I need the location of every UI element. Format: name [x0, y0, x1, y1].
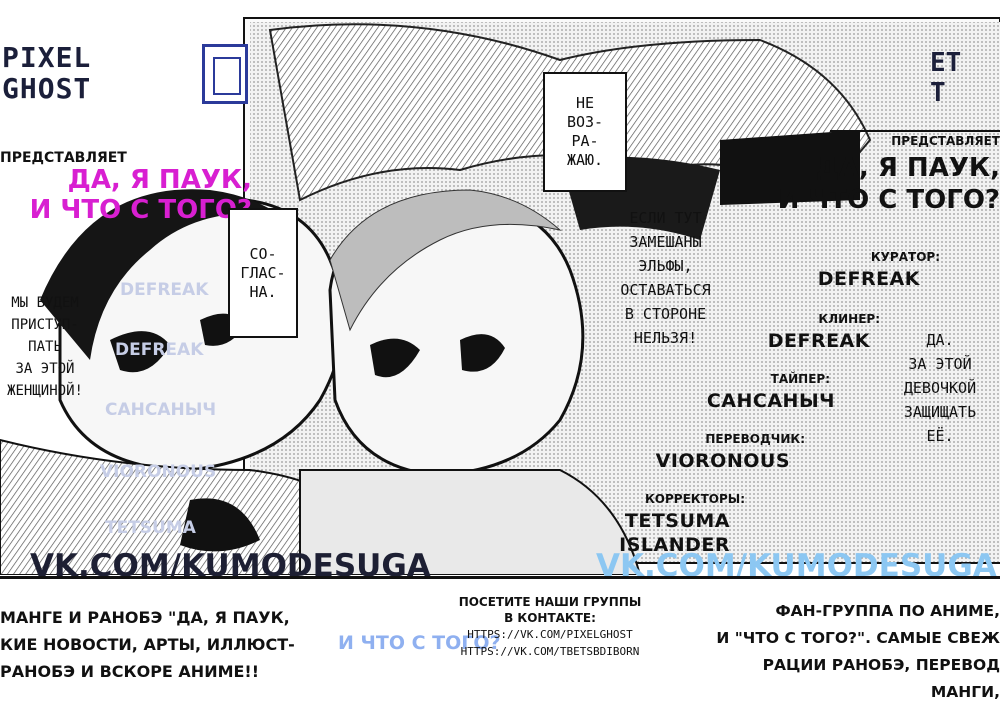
logo-text-fragment-right: ET T [930, 48, 962, 108]
typer-left: САНСАНЫЧ [105, 400, 217, 420]
faded-title: И ЧТО С ТОГО? [338, 632, 501, 654]
proofreader-1: TETSUMA [624, 510, 730, 532]
speech-bubble-4: МЫ БУДЕМ ПРИСТУП- ПАТЬ ЗА ЭТОЙ ЖЕНЩИНОЙ! [7, 295, 83, 399]
link-pixelghost[interactable]: HTTPS://VK.COM/PIXELGHOST [467, 628, 633, 641]
cleaner-left: DEFREAK [115, 340, 204, 360]
translator-value: VIORONOUS [655, 450, 790, 472]
logo-text: PIXEL GHOST [2, 41, 92, 105]
proofreader-left: TETSUMA [105, 518, 196, 538]
link-second-group[interactable]: HTTPS://VK.COM/TBETSBDIBORN [460, 645, 640, 658]
presents-label-right: ПРЕДСТАВЛЯЕТ [891, 134, 1000, 148]
blurb-left: МАНГЕ И РАНОБЭ "ДА, Я ПАУК, КИЕ НОВОСТИ,… [0, 608, 295, 681]
divider-line [0, 576, 1000, 579]
curator-label: КУРАТОР: [870, 250, 940, 264]
scanlator-logo: PIXEL GHOST [2, 42, 252, 112]
cleaner-label: КЛИНЕР: [818, 312, 880, 326]
visit-groups: ПОСЕТИТЕ НАШИ ГРУППЫ В КОНТАКТЕ: HTTPS:/… [440, 594, 660, 660]
blurb-right: ФАН-ГРУППА ПО АНИМЕ, И "ЧТО С ТОГО?". СА… [716, 602, 1000, 701]
credits-right: ПРЕДСТАВЛЯЕТ ДА, Я ПАУК, И ЧТО С ТОГО? К… [540, 130, 1000, 560]
bottom-info-section: МАНГЕ И РАНОБЭ "ДА, Я ПАУК, КИЕ НОВОСТИ,… [0, 580, 1000, 720]
speech-bubble-3: ЕСЛИ ТУТ ЗАМЕШАНЫ ЭЛЬФЫ, ОСТАВАТЬСЯ В СТ… [620, 209, 711, 347]
speech-bubble-2: СО- ГЛАС- НА. [228, 208, 298, 338]
translator-label: ПЕРЕВОДЧИК: [705, 432, 805, 446]
title-left: ДА, Я ПАУК, И ЧТО С ТОГО? [29, 165, 252, 225]
logo-emblem-icon [202, 44, 248, 104]
speech-bubble-5: ДА. ЗА ЭТОЙ ДЕВОЧКОЙ ЗАЩИЩАТЬ ЕЁ. [903, 331, 977, 445]
translator-left: VIORONOUS [100, 462, 217, 482]
cleaner-value: DEFREAK [767, 330, 870, 352]
proofreaders-label: КОРРЕКТОРЫ: [644, 492, 745, 506]
presents-label-left: ПРЕДСТАВЛЯЕТ [0, 150, 127, 166]
typer-value: САНСАНЫЧ [706, 390, 835, 412]
visit-text: ПОСЕТИТЕ НАШИ ГРУППЫ В КОНТАКТЕ: [458, 595, 642, 625]
speech-bubble-1: НЕ ВОЗ- РА- ЖАЮ. [543, 72, 627, 192]
title-right: ДА, Я ПАУК, И ЧТО С ТОГО? [777, 153, 1000, 215]
proofreader-2: ISLANDER [619, 534, 730, 556]
typer-label: ТАЙПЕР: [770, 372, 830, 386]
curator-value: DEFREAK [817, 268, 920, 290]
curator-left: DEFREAK [120, 280, 209, 300]
